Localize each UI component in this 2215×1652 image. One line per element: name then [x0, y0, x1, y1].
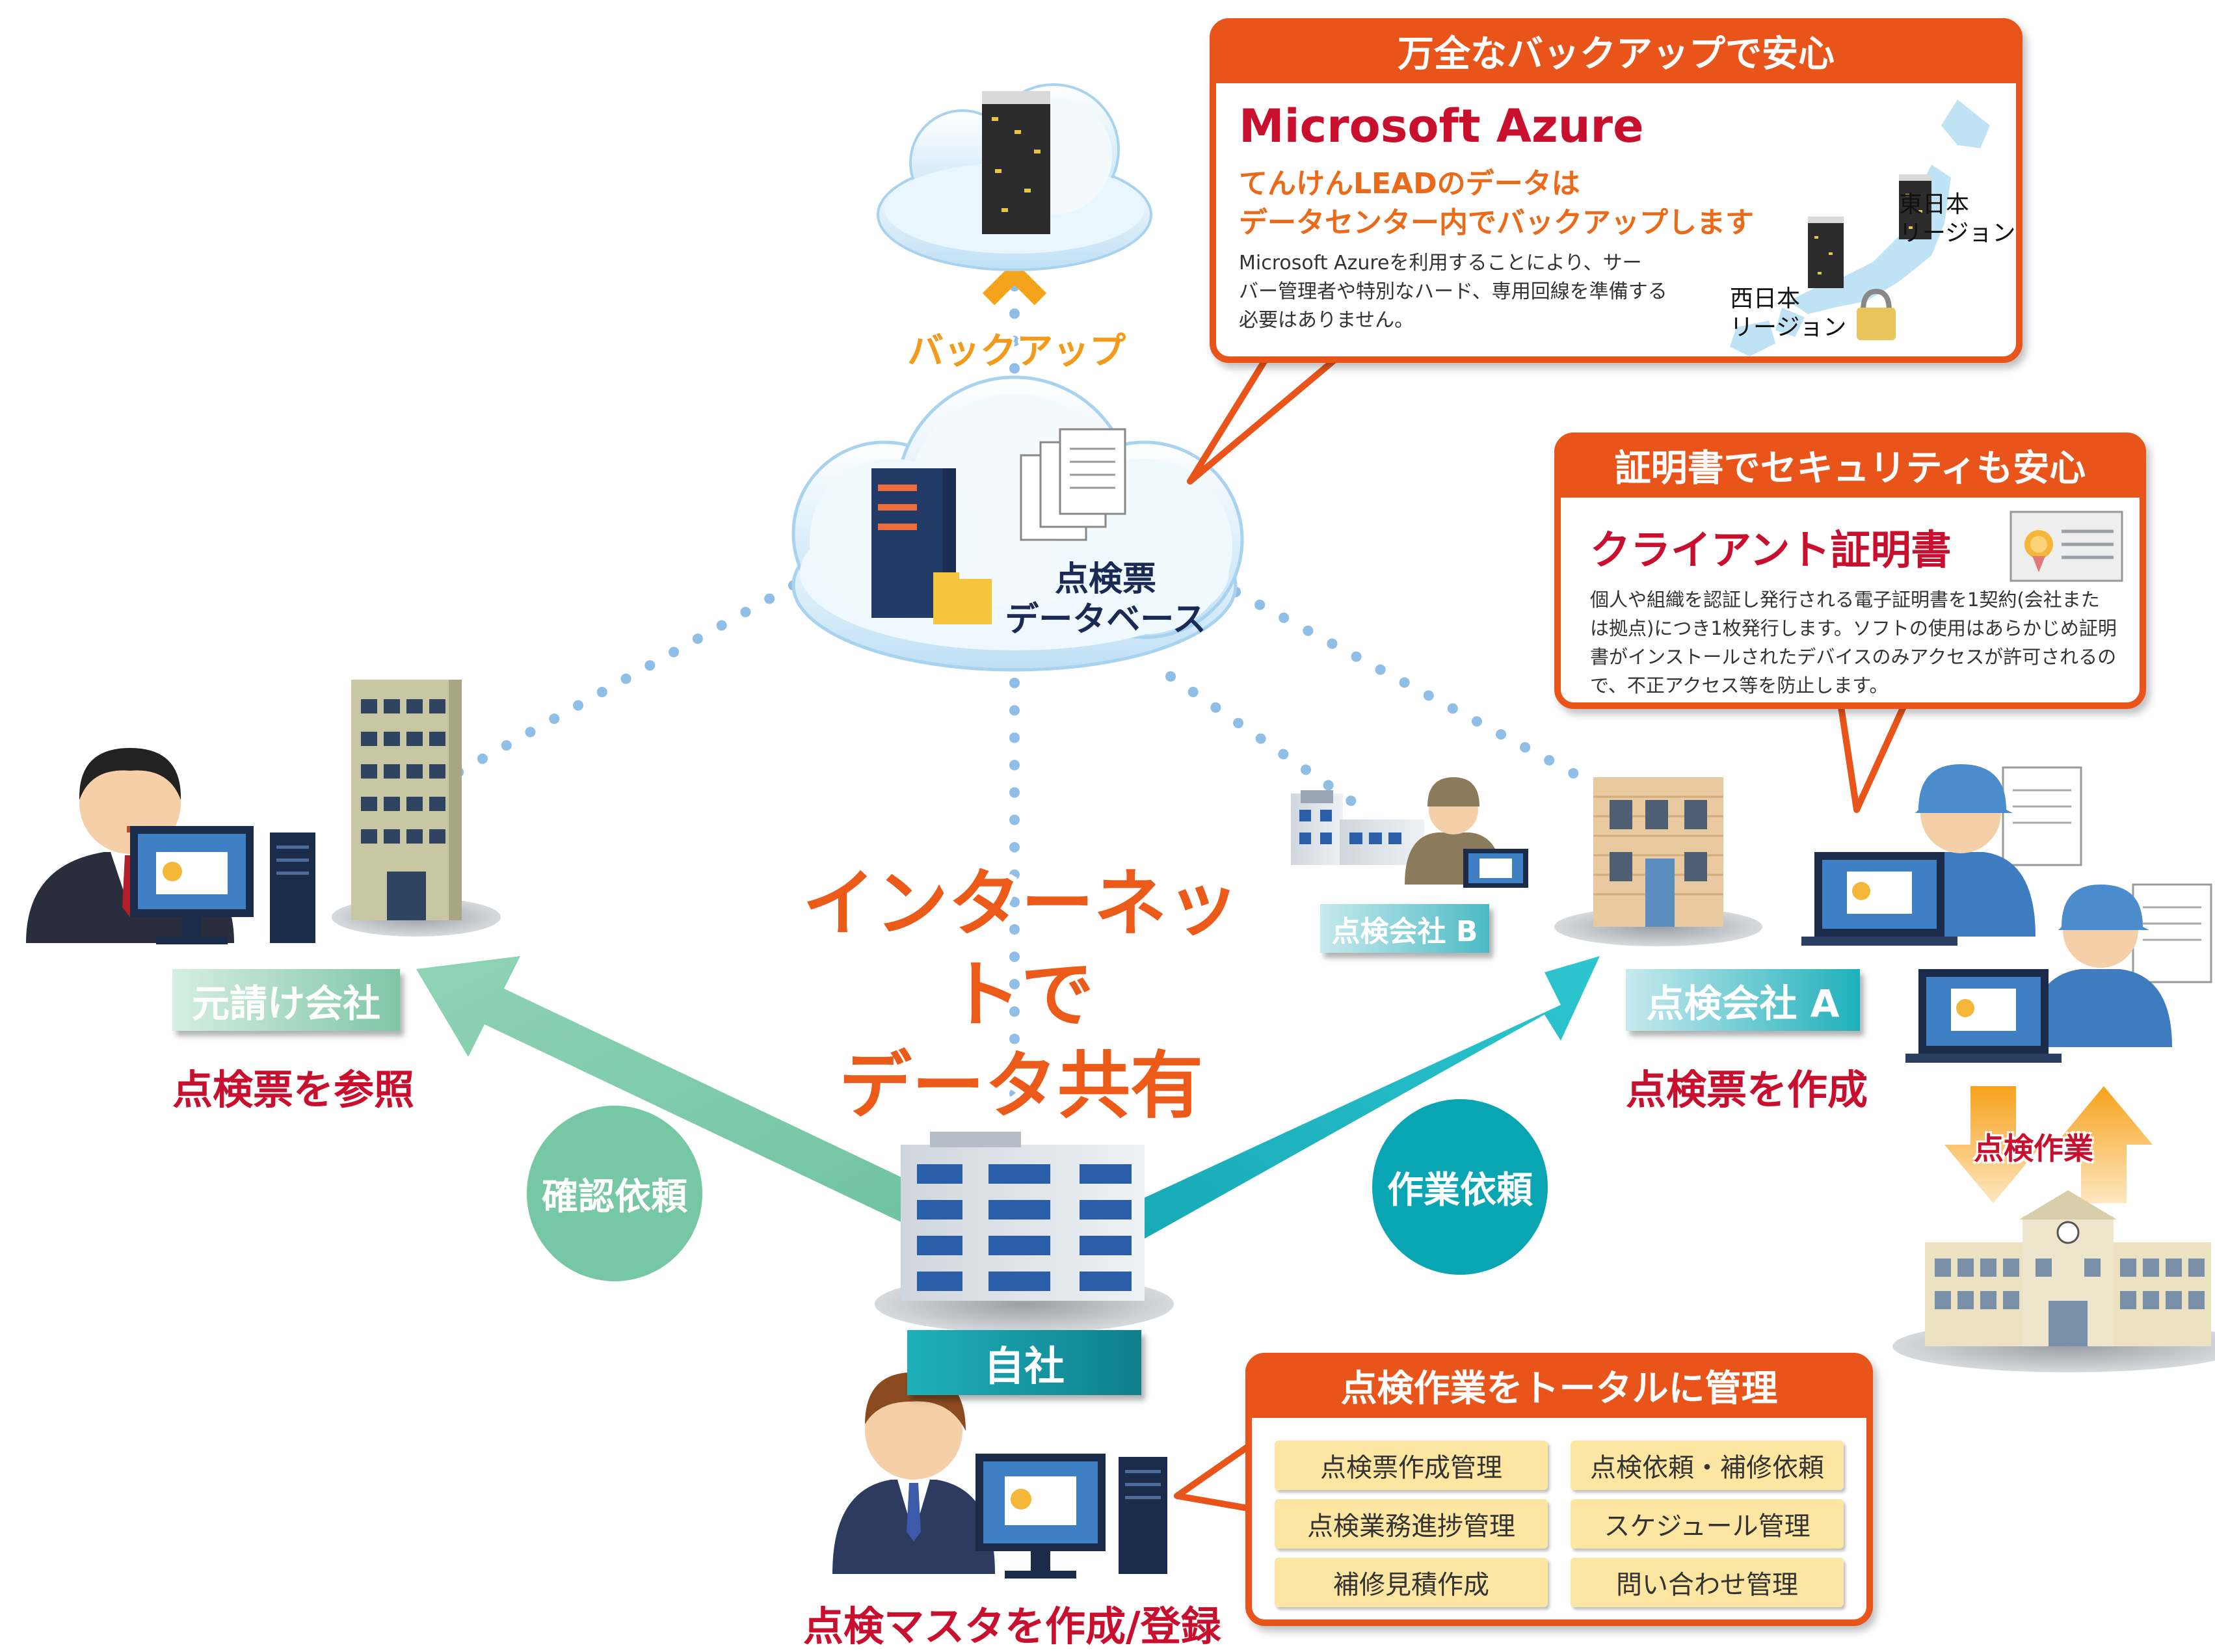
backup-label: バックアップ: [907, 330, 1126, 373]
mgmt-item-1: 点検票作成管理: [1275, 1441, 1548, 1490]
mgmt-item-6: 問い合わせ管理: [1571, 1558, 1844, 1607]
database-label: 点検票 データベース: [1005, 560, 1206, 639]
cert-callout-tail: [1837, 699, 1909, 813]
confirm-arrow: [416, 956, 949, 1236]
backup-desc-2: バー管理者や特別なハード、専用回線を準備する: [1239, 280, 1667, 303]
cert-desc-4: で、不正アクセス等を防止します。: [1590, 674, 1889, 697]
backup-desc-3: 必要はありません。: [1239, 309, 1414, 332]
mgmt-item-3: 点検業務進捗管理: [1275, 1499, 1548, 1549]
cert-desc-1: 個人や組織を認証し発行される電子証明書を1契約(会社また: [1590, 589, 2100, 611]
own-company-building: [875, 1132, 1174, 1333]
cert-callout-header: 証明書でセキュリティも安心: [1554, 433, 2146, 498]
mgmt-item-2: 点検依頼・補修依頼: [1571, 1441, 1844, 1490]
east-region-label: 東日本 リージョン: [1899, 191, 2016, 246]
school-building: [1892, 1190, 2215, 1372]
company-b-label: 点検会社 B: [1320, 904, 1489, 953]
cert-callout: 証明書でセキュリティも安心 クライアント証明書 個人や組織を認証し発行される電子…: [1554, 433, 2146, 709]
company-b-building: [1291, 777, 1528, 888]
inspection-arrows: [1944, 1086, 2153, 1203]
internet-data-sharing-title: インターネットで データ共有: [802, 862, 1240, 1128]
certificate-icon: [2009, 511, 2123, 582]
prime-contractor-action: 点検票を参照: [172, 1066, 415, 1113]
work-arrow: [1119, 956, 1600, 1242]
management-callout-tail: [1174, 1441, 1255, 1512]
backup-desc-1: Microsoft Azureを利用することにより、サー: [1239, 252, 1642, 274]
prime-contractor-label: 元請け会社: [172, 969, 400, 1031]
azure-title: Microsoft Azure: [1239, 100, 1644, 153]
backup-subtitle-1: てんけんLEADのデータは: [1239, 167, 1580, 200]
management-callout: 点検作業をトータルに管理 点検票作成管理 点検依頼・補修依頼 点検業務進捗管理 …: [1245, 1353, 1873, 1626]
backup-callout-tail: [1187, 341, 1356, 485]
management-callout-header: 点検作業をトータルに管理: [1245, 1353, 1873, 1418]
cert-title: クライアント証明書: [1590, 526, 1952, 574]
database-cloud: [791, 375, 1244, 672]
confirm-request-badge: 確認依頼: [527, 1106, 702, 1281]
inspection-work-label: 点検作業: [1974, 1131, 2093, 1166]
cert-desc-2: は拠点)につき1枚発行します。ソフトの使用はあらかじめ証明: [1590, 617, 2117, 639]
own-company-action: 点検マスタを作成/登録: [803, 1603, 1221, 1650]
prime-contractor-staff: [26, 748, 315, 944]
lock-icon: [1861, 288, 1892, 312]
mgmt-item-5: 補修見積作成: [1275, 1558, 1548, 1607]
backup-callout: 万全なバックアップで安心 Microsoft Azure てんけんLEADのデー…: [1210, 18, 2023, 363]
work-request-badge: 作業依頼: [1372, 1099, 1548, 1275]
backup-cloud: [877, 83, 1152, 271]
company-a-action: 点検票を作成: [1626, 1066, 1868, 1113]
prime-contractor-building: [332, 680, 501, 937]
backup-chevron: [982, 261, 1047, 306]
company-a-building: [1554, 777, 1762, 946]
backup-subtitle-2: データセンター内でバックアップします: [1239, 206, 1754, 239]
own-company-label: 自社: [907, 1330, 1141, 1395]
cert-desc-3: 書がインストールされたデバイスのみアクセスが許可されるの: [1590, 646, 2117, 668]
japan-map: [1730, 100, 1990, 356]
own-company-staff: [832, 1372, 1167, 1579]
backup-callout-header: 万全なバックアップで安心: [1210, 18, 2023, 83]
company-a-label: 点検会社 A: [1626, 969, 1860, 1031]
company-a-workers: [1801, 764, 2212, 1063]
west-region-label: 西日本 リージョン: [1730, 286, 1847, 341]
mgmt-item-4: スケジュール管理: [1571, 1499, 1844, 1549]
